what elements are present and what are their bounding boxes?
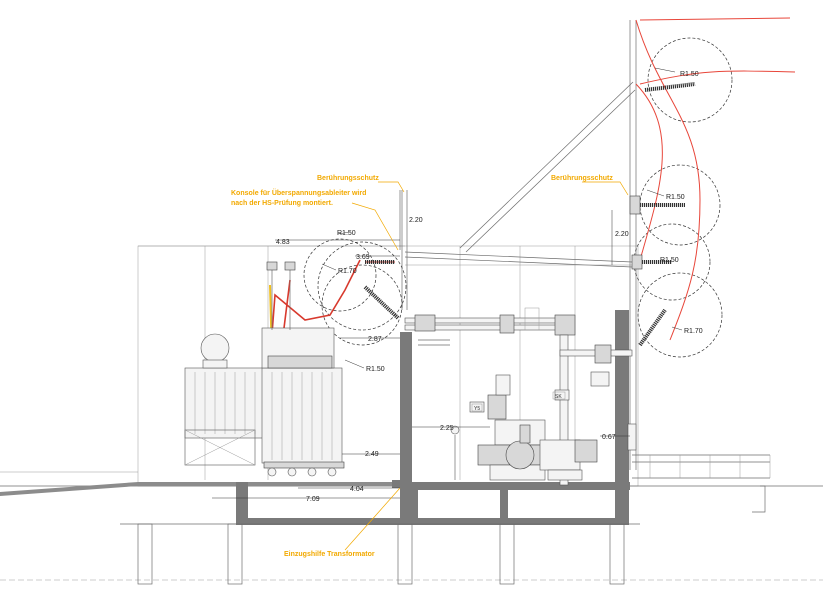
dimension-2-20-left: 2.20 xyxy=(409,217,423,224)
radius-r1-70-left: R1.70 xyxy=(338,268,357,275)
transformer xyxy=(184,261,345,477)
einzugshilfe-label: Einzugshilfe Transformator xyxy=(284,551,375,558)
tag-sk-box xyxy=(552,391,566,400)
dimension-2-20-right: 2.20 xyxy=(615,231,629,238)
ground xyxy=(0,471,823,581)
beruehrungsschutz-right-label: Berührungsschutz xyxy=(551,175,613,182)
gis-switchgear xyxy=(450,371,610,481)
tag-sk: SK xyxy=(555,394,562,400)
konsole-label-line2: nach der HS-Prüfung montiert. xyxy=(231,200,333,207)
dimension-7-09: 7.09 xyxy=(306,496,320,503)
insulators xyxy=(363,82,696,451)
mast xyxy=(401,20,637,470)
radius-r1-50-top: R1.50 xyxy=(680,71,699,78)
radius-r1-50-mid: R1.50 xyxy=(666,194,685,201)
radius-r1-50-transformer: R1.50 xyxy=(366,366,385,373)
dimension-4-83: 4.83 xyxy=(276,239,290,246)
dimension-4-04: 4.04 xyxy=(350,486,364,493)
dimension-0-67: 0.67 xyxy=(602,434,616,441)
foundation xyxy=(120,310,640,585)
radius-r1-70-right: R1.70 xyxy=(684,328,703,335)
dimension-2-49: 2.49 xyxy=(365,451,379,458)
annotation-leaders xyxy=(344,181,629,551)
dimension-2-25: 2.25 xyxy=(440,425,454,432)
busbar xyxy=(404,307,633,486)
dimension-3-69: 3.69 xyxy=(356,254,370,261)
right-platform xyxy=(632,454,771,513)
radius-leaders xyxy=(321,67,683,369)
dimension-2-87: 2.87 xyxy=(368,336,382,343)
conductors xyxy=(269,17,796,361)
tag-y5-box xyxy=(471,403,483,412)
clearance-circles xyxy=(303,37,733,358)
konsole-label-line1: Konsole für Überspannungsableiter wird xyxy=(231,188,366,197)
beruehrungsschutz-left-label: Berührungsschutz xyxy=(317,175,379,182)
dimension-lines xyxy=(212,190,630,499)
radius-r1-50-right-low: R1.50 xyxy=(660,257,679,264)
radius-r1-50-left: R1.50 xyxy=(337,230,356,237)
tag-y5: Y5 xyxy=(474,406,480,412)
